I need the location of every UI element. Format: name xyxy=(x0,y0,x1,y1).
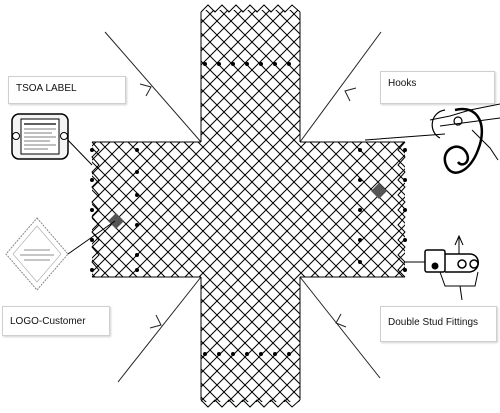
strap-arrow-2 xyxy=(344,87,357,102)
double-stud-fitting-icon xyxy=(424,234,479,301)
leader-hooks xyxy=(364,133,446,141)
hooks-text: Hooks xyxy=(388,78,417,89)
strap-top-right xyxy=(299,31,382,143)
tsoa-label-icon xyxy=(11,113,69,160)
net-top-edge xyxy=(200,4,301,13)
tension-straps xyxy=(104,31,382,383)
net-right-edge xyxy=(397,141,406,278)
tsoa-label-callout: TSOA LABEL xyxy=(8,76,126,104)
net-outline xyxy=(91,4,406,408)
logo-customer-callout: LOGO-Customer xyxy=(2,306,110,336)
strap-arrow-3 xyxy=(149,314,162,329)
double-stud-fittings-callout: Double Stud Fittings xyxy=(380,306,497,342)
strap-bottom-left xyxy=(117,276,202,383)
strap-top-left xyxy=(104,31,202,143)
strap-arrow-4 xyxy=(335,313,347,328)
logo-marker-diamond xyxy=(108,213,124,229)
hook-icon xyxy=(429,103,500,174)
hooks-callout: Hooks xyxy=(380,71,495,104)
hook-marker-diamond xyxy=(371,183,387,199)
double-stud-fittings-text: Double Stud Fittings xyxy=(388,317,479,328)
net-bottom-edge xyxy=(200,399,301,408)
logo-customer-text: LOGO-Customer xyxy=(10,316,86,327)
net-left-edge xyxy=(91,141,100,278)
attachment-dots xyxy=(90,62,407,356)
strap-arrow-1 xyxy=(139,83,152,97)
tsoa-label-text: TSOA LABEL xyxy=(16,83,77,94)
strap-bottom-right xyxy=(299,276,381,379)
leader-logo xyxy=(67,220,116,255)
logo-diamond-icon xyxy=(5,217,69,291)
strap-arrow-marks xyxy=(139,83,357,329)
